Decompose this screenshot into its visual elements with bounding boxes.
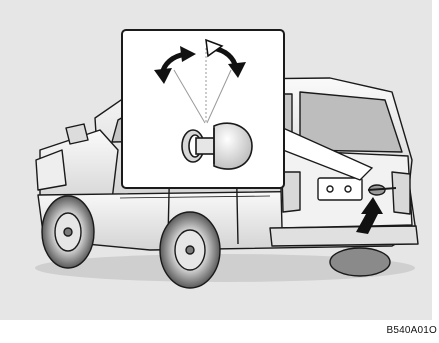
wheel-rear xyxy=(160,212,220,288)
rear-bumper xyxy=(270,226,418,246)
spare-wheel xyxy=(330,248,390,276)
side-mirror xyxy=(66,124,88,144)
wheel-front xyxy=(42,196,94,268)
callout-box xyxy=(122,30,284,188)
license-plate xyxy=(318,178,362,200)
key-in-lock-icon xyxy=(182,123,252,169)
figure-code-label: B540A01O xyxy=(386,325,437,336)
tail-light-right xyxy=(392,172,410,214)
